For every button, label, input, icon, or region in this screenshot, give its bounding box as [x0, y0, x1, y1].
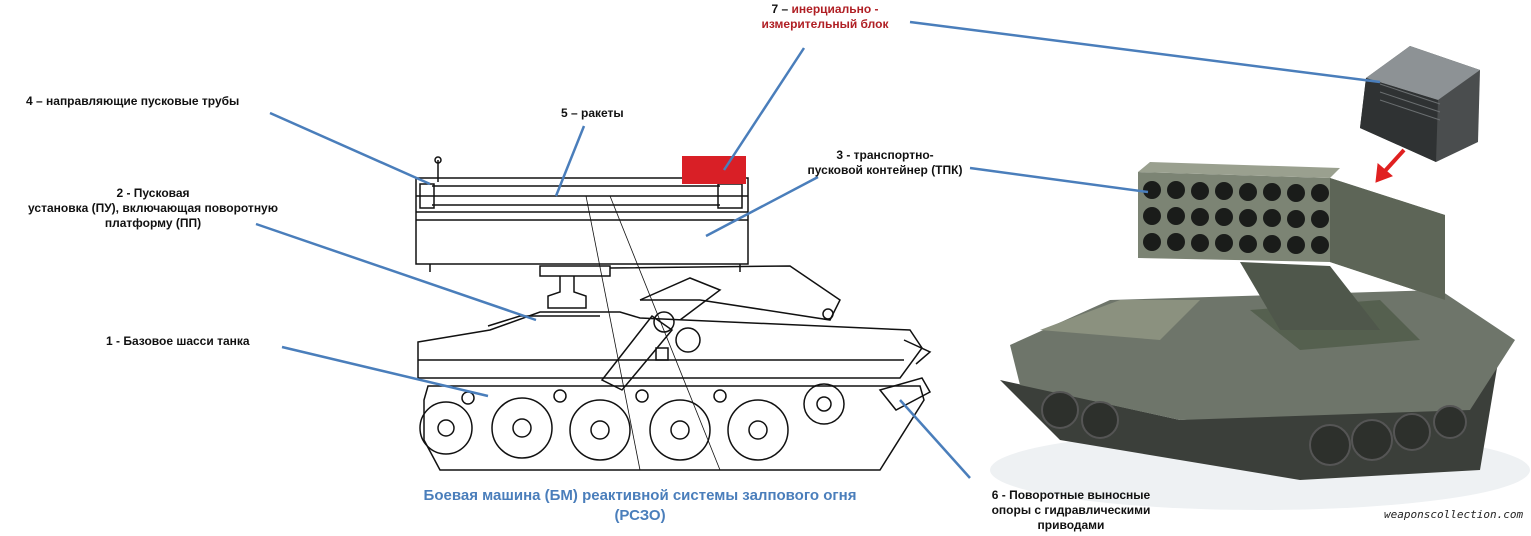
launcher-box	[415, 177, 749, 265]
leader-line-4	[269, 111, 431, 186]
leader-line-2	[255, 222, 537, 322]
label-7: 7 – инерциально - измерительный блок	[720, 2, 930, 32]
label-2-line2: установка (ПУ), включающая поворотную	[28, 201, 278, 215]
leader-line-6	[899, 399, 971, 479]
leader-line-3	[969, 166, 1149, 194]
leader-line-3b	[705, 175, 819, 238]
label-2-line3: платформу (ПП)	[104, 216, 202, 230]
imu-device	[1360, 46, 1480, 162]
label-3-line1: 3 - транспортно-	[836, 148, 934, 162]
red-imu-block	[682, 156, 746, 184]
label-3-line2: пусковой контейнер (ТПК)	[807, 163, 963, 177]
label-6-line1: 6 - Поворотные выносные	[991, 488, 1151, 502]
red-arrow	[1375, 148, 1406, 183]
label-7-prefix: 7 –	[771, 2, 789, 16]
label-5: 5 – ракеты	[561, 106, 624, 120]
watermark: weaponscollection.com	[1384, 508, 1524, 521]
leader-line-7b	[909, 20, 1381, 84]
leader-line-1	[281, 345, 489, 398]
label-6: 6 - Поворотные выносные опоры с гидравли…	[936, 488, 1206, 533]
caption-line1: Боевая машина (БМ) реактивной системы за…	[423, 487, 857, 504]
leader-line-7	[722, 47, 806, 171]
road-wheels	[419, 383, 845, 461]
leader-lines	[255, 20, 1381, 479]
label-6-line3: приводами	[1037, 518, 1105, 532]
label-2-line1: 2 - Пусковая	[116, 186, 190, 200]
label-2: 2 - Пусковая установка (ПУ), включающая …	[0, 186, 308, 231]
label-3: 3 - транспортно- пусковой контейнер (ТПК…	[790, 148, 980, 178]
vehicle-photo	[990, 162, 1530, 510]
label-4: 4 – направляющие пусковые трубы	[26, 94, 240, 108]
vehicle-line-drawing	[415, 156, 932, 471]
label-6-line2: опоры с гидравлическими	[991, 503, 1151, 517]
leader-line-5	[554, 125, 586, 197]
label-1: 1 - Базовое шасси танка	[106, 334, 250, 348]
label-7-line2: измерительный блок	[761, 17, 889, 31]
caption-line2: (РСЗО)	[614, 507, 666, 524]
diagram-caption: Боевая машина (БМ) реактивной системы за…	[370, 486, 910, 526]
label-7-line1: инерциально -	[791, 2, 879, 16]
